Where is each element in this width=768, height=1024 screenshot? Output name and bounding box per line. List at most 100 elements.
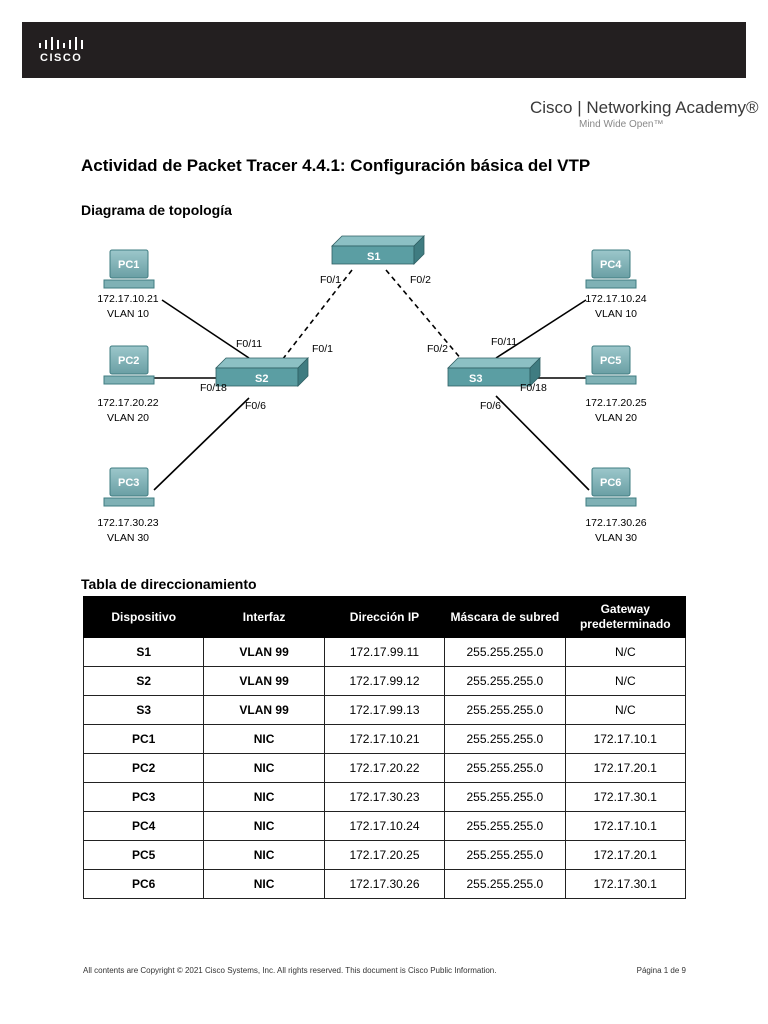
table-row: PC2 NIC 172.17.20.22 255.255.255.0 172.1… [82, 753, 687, 783]
switch-s3-label: S3 [469, 373, 482, 385]
cell-ip: 172.17.30.26 [323, 869, 446, 899]
networking-academy-logo: Cisco | Networking Academy® Mind Wide Op… [530, 98, 759, 130]
port-s3-f011: F0/11 [491, 336, 517, 348]
svg-text:PC3: PC3 [118, 477, 139, 489]
table-row: PC4 NIC 172.17.10.24 255.255.255.0 172.1… [82, 811, 687, 841]
pc4-icon: PC4 [585, 249, 637, 289]
cell-interface: VLAN 99 [203, 666, 325, 696]
cell-device: S2 [82, 666, 205, 696]
pc2-ip: 172.17.20.22 [97, 397, 158, 409]
link-pc1-s2 [161, 299, 250, 359]
cell-ip: 172.17.20.25 [323, 840, 446, 870]
cell-gateway: 172.17.20.1 [564, 753, 687, 783]
cell-device: S3 [82, 695, 205, 725]
cell-mask: 255.255.255.0 [444, 811, 566, 841]
link-pc4-s3 [495, 299, 587, 359]
pc3-ip: 172.17.30.23 [97, 517, 158, 529]
cell-gateway: 172.17.30.1 [564, 869, 687, 899]
table-row: S2 VLAN 99 172.17.99.12 255.255.255.0 N/… [82, 666, 687, 696]
cell-mask: 255.255.255.0 [444, 724, 566, 754]
header-banner: CISCO [22, 22, 746, 78]
pc6-ip: 172.17.30.26 [585, 517, 646, 529]
pc4-ip: 172.17.10.24 [585, 293, 646, 305]
copyright-notice: All contents are Copyright © 2021 Cisco … [83, 966, 497, 975]
cell-ip: 172.17.30.23 [323, 782, 446, 812]
table-row: PC3 NIC 172.17.30.23 255.255.255.0 172.1… [82, 782, 687, 812]
cell-interface: NIC [203, 724, 325, 754]
pc3-vlan: VLAN 30 [107, 532, 149, 544]
column-header: Gateway predeterminado [564, 596, 687, 638]
table-row: S1 VLAN 99 172.17.99.11 255.255.255.0 N/… [82, 637, 687, 667]
pc1-vlan: VLAN 10 [107, 308, 149, 320]
cisco-logo: CISCO [36, 35, 96, 67]
pc6-vlan: VLAN 30 [595, 532, 637, 544]
column-header: Dirección IP [323, 596, 446, 638]
page-footer: All contents are Copyright © 2021 Cisco … [83, 966, 686, 975]
cell-gateway: N/C [564, 695, 687, 725]
port-s2-f018: F0/18 [200, 382, 227, 394]
addressing-heading: Tabla de direccionamiento [81, 576, 257, 592]
cell-interface: NIC [203, 840, 325, 870]
cell-mask: 255.255.255.0 [444, 666, 566, 696]
cell-device: PC3 [82, 782, 205, 812]
cell-gateway: 172.17.20.1 [564, 840, 687, 870]
switch-s2-label: S2 [255, 373, 268, 385]
port-s2-f011: F0/11 [236, 338, 262, 350]
page-number: Página 1 de 9 [636, 966, 686, 975]
pc5-icon: PC5 [585, 345, 637, 385]
link-s1-s3 [385, 269, 463, 361]
pc2-icon: PC2 [103, 345, 155, 385]
cell-gateway: 172.17.30.1 [564, 782, 687, 812]
cell-mask: 255.255.255.0 [444, 869, 566, 899]
academy-tagline: Mind Wide Open™ [579, 119, 664, 130]
column-header: Interfaz [203, 596, 325, 638]
cell-interface: VLAN 99 [203, 695, 325, 725]
pc1-ip: 172.17.10.21 [97, 293, 158, 305]
svg-text:PC2: PC2 [118, 355, 139, 367]
column-header: Máscara de subred [444, 596, 566, 638]
pc5-ip: 172.17.20.25 [585, 397, 646, 409]
cisco-bars-icon [39, 37, 83, 50]
pc2-vlan: VLAN 20 [107, 412, 149, 424]
cell-gateway: 172.17.10.1 [564, 724, 687, 754]
port-s2-f06: F0/6 [245, 400, 266, 412]
cell-interface: NIC [203, 782, 325, 812]
cell-interface: NIC [203, 811, 325, 841]
academy-brand: Cisco | Networking Academy® [530, 98, 759, 117]
table-row: PC5 NIC 172.17.20.25 255.255.255.0 172.1… [82, 840, 687, 870]
cell-ip: 172.17.20.22 [323, 753, 446, 783]
cell-device: S1 [82, 637, 205, 667]
switch-s1-icon: S1 [331, 235, 425, 265]
cell-mask: 255.255.255.0 [444, 637, 566, 667]
cell-ip: 172.17.10.21 [323, 724, 446, 754]
switch-s2-icon: S2 [215, 357, 309, 387]
cell-interface: NIC [203, 869, 325, 899]
cell-device: PC6 [82, 869, 205, 899]
svg-text:PC4: PC4 [600, 259, 622, 271]
svg-text:PC5: PC5 [600, 355, 621, 367]
cell-ip: 172.17.99.11 [323, 637, 446, 667]
table-row: S3 VLAN 99 172.17.99.13 255.255.255.0 N/… [82, 695, 687, 725]
cell-interface: VLAN 99 [203, 637, 325, 667]
port-s3-f02: F0/2 [427, 343, 448, 355]
link-s1-s2 [281, 269, 353, 361]
cell-gateway: 172.17.10.1 [564, 811, 687, 841]
svg-text:PC1: PC1 [118, 259, 139, 271]
link-pc3-s2 [153, 397, 250, 491]
cell-device: PC4 [82, 811, 205, 841]
cell-device: PC1 [82, 724, 205, 754]
topology-diagram: S1 S2 S3 PC1 PC2 PC3 PC4 PC5 [97, 235, 647, 544]
table-header-row: Dispositivo Interfaz Dirección IP Máscar… [82, 596, 687, 638]
pc1-icon: PC1 [103, 249, 155, 289]
document-title: Actividad de Packet Tracer 4.4.1: Config… [81, 156, 591, 175]
switch-s1-label: S1 [367, 251, 380, 263]
cell-ip: 172.17.99.12 [323, 666, 446, 696]
cisco-wordmark: CISCO [40, 52, 83, 64]
cell-mask: 255.255.255.0 [444, 782, 566, 812]
cell-ip: 172.17.99.13 [323, 695, 446, 725]
port-s3-f06: F0/6 [480, 400, 501, 412]
link-pc6-s3 [495, 395, 590, 491]
cell-interface: NIC [203, 753, 325, 783]
cell-gateway: N/C [564, 666, 687, 696]
cell-mask: 255.255.255.0 [444, 753, 566, 783]
